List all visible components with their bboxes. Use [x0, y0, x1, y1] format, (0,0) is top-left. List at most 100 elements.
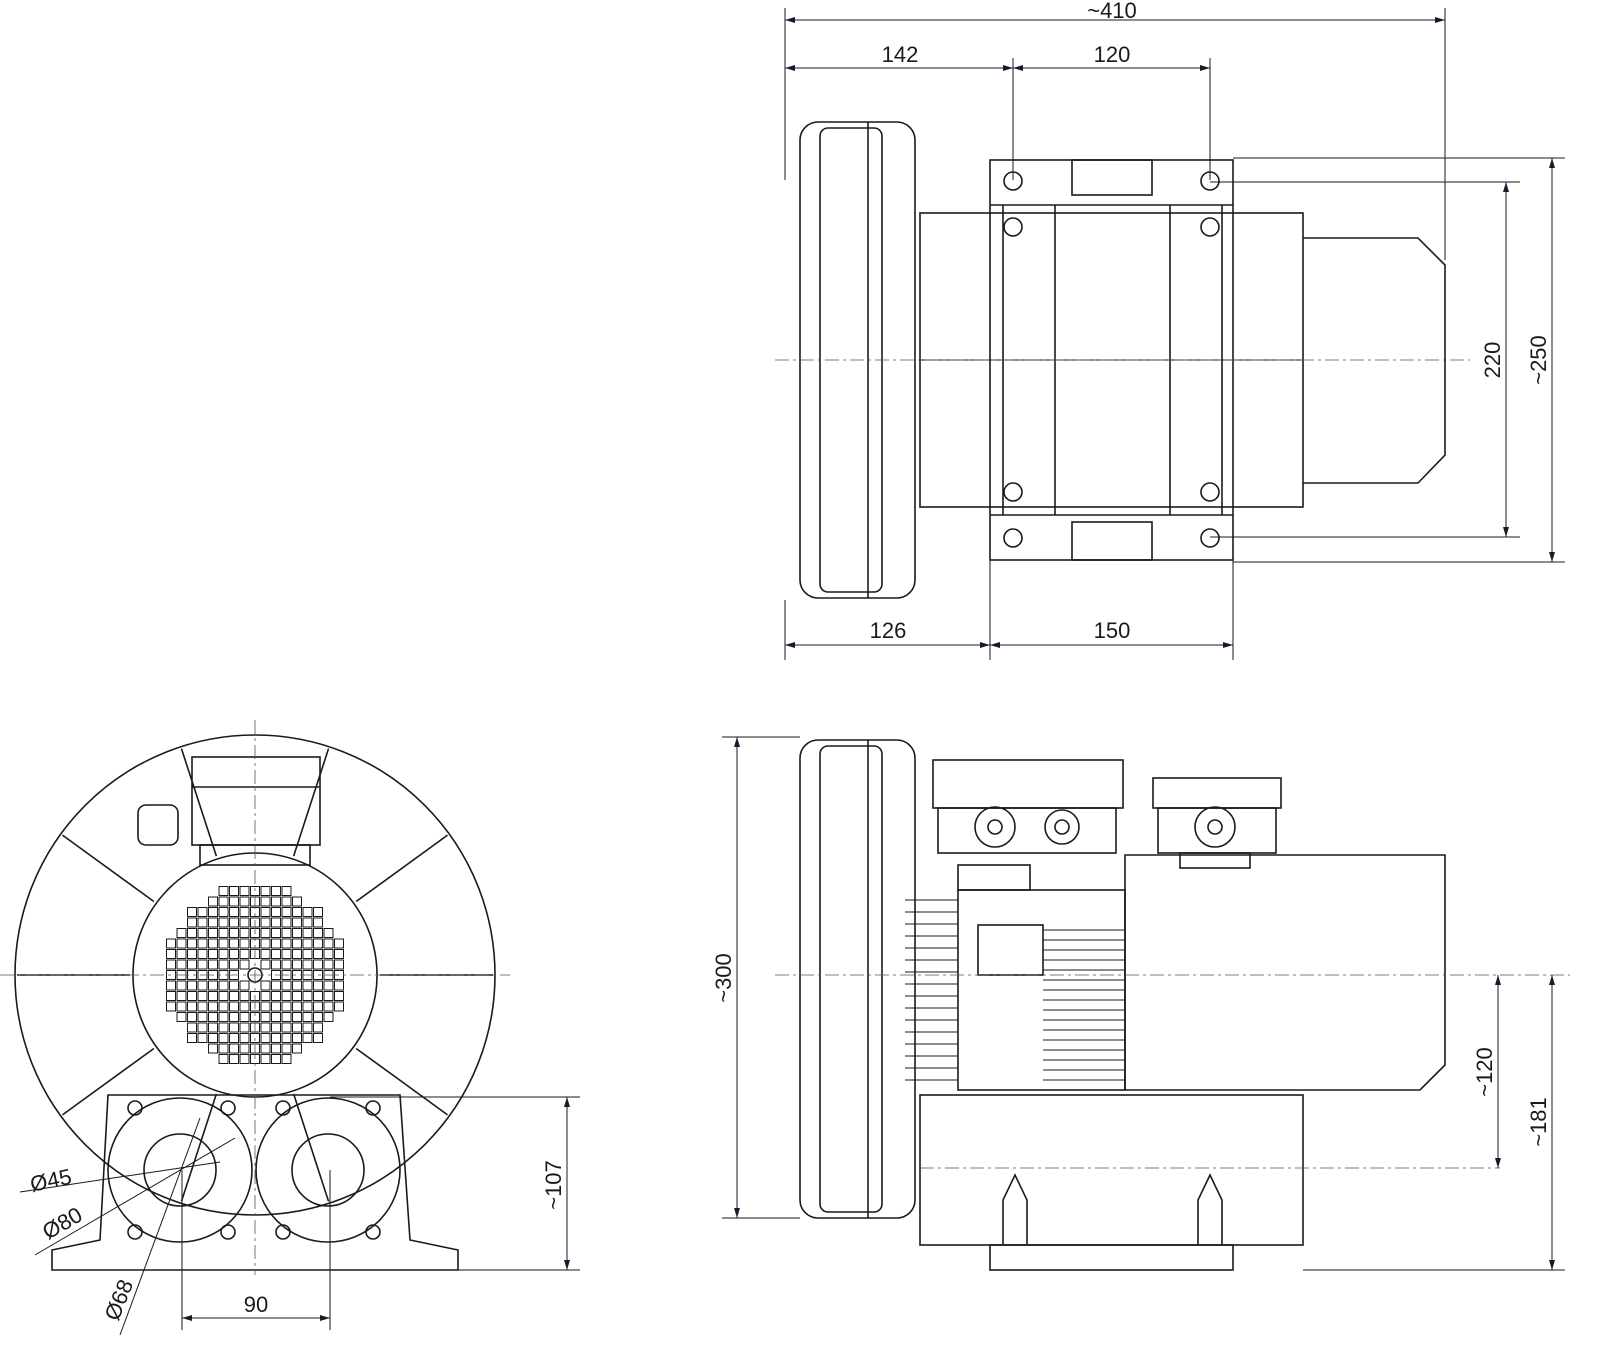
fan-grid-slot	[208, 1001, 218, 1012]
fan-grid-slot	[218, 1054, 229, 1064]
fan-grid-slot	[218, 1001, 229, 1012]
housing-rib	[61, 1047, 155, 1116]
housing-rib	[355, 1047, 449, 1116]
housing-rib	[292, 748, 330, 857]
fan-grid-slot	[323, 949, 334, 959]
fan-grid-slot	[271, 1001, 281, 1012]
fan-grid-slot	[239, 991, 250, 1001]
fan-grid-slot	[187, 949, 197, 959]
fan-grid-slot	[271, 886, 281, 896]
fan-grid-slot	[281, 907, 292, 917]
fan-grid-slot	[281, 949, 292, 959]
dim-axis-height-total: ~181	[1526, 1097, 1551, 1147]
fan-grid-slot	[302, 938, 313, 949]
fan-grid-slot	[313, 959, 323, 970]
fan-grid-slot	[239, 938, 250, 949]
flange-hole	[127, 1100, 143, 1116]
fan-grid-slot	[260, 1054, 271, 1064]
fan-grid-slot	[239, 917, 250, 928]
fan-grid-slot	[229, 1022, 239, 1033]
housing-rib	[180, 1093, 218, 1202]
fan-grid-slot	[197, 917, 208, 928]
fan-grid-slot	[302, 959, 313, 970]
fan-grid-slot	[176, 949, 187, 959]
fan-grid-slot	[197, 1022, 208, 1033]
fan-grid-slot	[187, 1022, 197, 1033]
fan-grid-slot	[271, 991, 281, 1001]
top-view	[775, 121, 1470, 599]
fan-grid-slot	[197, 980, 208, 991]
fan-grid-slot	[260, 917, 271, 928]
fan-grid-slot	[292, 1033, 302, 1043]
fan-grid-slot	[197, 938, 208, 949]
fan-grid-slot	[187, 938, 197, 949]
flange-hole	[275, 1224, 291, 1240]
fan-grid-slot	[208, 949, 218, 959]
fan-grid-slot	[323, 938, 334, 949]
fan-grid-slot	[239, 886, 250, 896]
fan-grid-slot	[281, 1054, 292, 1064]
fan-grid-slot	[208, 1033, 218, 1043]
fan-grid-slot	[313, 1022, 323, 1033]
dim-housing-to-mount: 142	[882, 42, 919, 67]
fan-grid-slot	[292, 928, 302, 938]
fan-grid-slot	[218, 1033, 229, 1043]
dim-outer-diameter: Ø80	[38, 1202, 87, 1244]
fan-grid-slot	[334, 938, 344, 949]
fan-grid-slot	[197, 928, 208, 938]
fan-grid-slot	[281, 1043, 292, 1054]
fan-grid-slot	[239, 896, 250, 907]
fan-grid-slot	[229, 949, 239, 959]
fan-grid-slot	[208, 1043, 218, 1054]
fan-grid-slot	[176, 1001, 187, 1012]
fan-grid-slot	[239, 959, 250, 970]
flange-hole	[220, 1100, 236, 1116]
dim-overall-height: ~300	[711, 953, 736, 1003]
fan-grid-slot	[187, 917, 197, 928]
fan-grid-slot	[323, 1012, 334, 1022]
fan-grid-slot	[208, 907, 218, 917]
fan-grid-slot	[292, 1012, 302, 1022]
housing-rib	[292, 1093, 330, 1202]
fan-grid-slot	[302, 949, 313, 959]
fan-grid-slot	[187, 1033, 197, 1043]
fan-grid-slot	[313, 949, 323, 959]
fan-grid-slot	[281, 959, 292, 970]
fan-grid-slot	[218, 886, 229, 896]
fan-grid-slot	[260, 938, 271, 949]
fan-grid-slot	[313, 1001, 323, 1012]
fan-grid-slot	[260, 980, 271, 991]
fan-grid-slot	[239, 1043, 250, 1054]
fan-grid-slot	[260, 1033, 271, 1043]
fan-grid-slot	[187, 907, 197, 917]
fan-grid-slot	[197, 991, 208, 1001]
fan-grid-slot	[176, 938, 187, 949]
fan-grid-slot	[218, 1022, 229, 1033]
fan-grid-slot	[260, 949, 271, 959]
fan-grid-slot	[239, 949, 250, 959]
fan-grid-slot	[271, 1022, 281, 1033]
fan-grid-slot	[271, 907, 281, 917]
fan-grid-slot	[176, 959, 187, 970]
fan-grid-slot	[281, 928, 292, 938]
fan-grid-slot	[176, 980, 187, 991]
fan-grid-slot	[292, 980, 302, 991]
mount-hole	[1200, 482, 1220, 502]
fan-grid-slot	[166, 980, 176, 991]
mount-hole	[1200, 528, 1220, 548]
fan-grid-slot	[229, 928, 239, 938]
fan-grid-slot	[166, 959, 176, 970]
fan-grid-slot	[292, 907, 302, 917]
fan-grid-slot	[229, 1001, 239, 1012]
flange-hole	[220, 1224, 236, 1240]
fan-grid-slot	[218, 917, 229, 928]
fan-grid-slot	[208, 959, 218, 970]
fan-grid-slot	[292, 917, 302, 928]
fan-grid-slot	[187, 1001, 197, 1012]
dim-inner-diameter: Ø45	[28, 1164, 74, 1197]
dim-overall-length: ~410	[1087, 0, 1137, 23]
flange-hole	[127, 1224, 143, 1240]
fan-grid-slot	[166, 1001, 176, 1012]
fan-grid-slot	[176, 991, 187, 1001]
dim-mount-width: 220	[1480, 342, 1505, 379]
